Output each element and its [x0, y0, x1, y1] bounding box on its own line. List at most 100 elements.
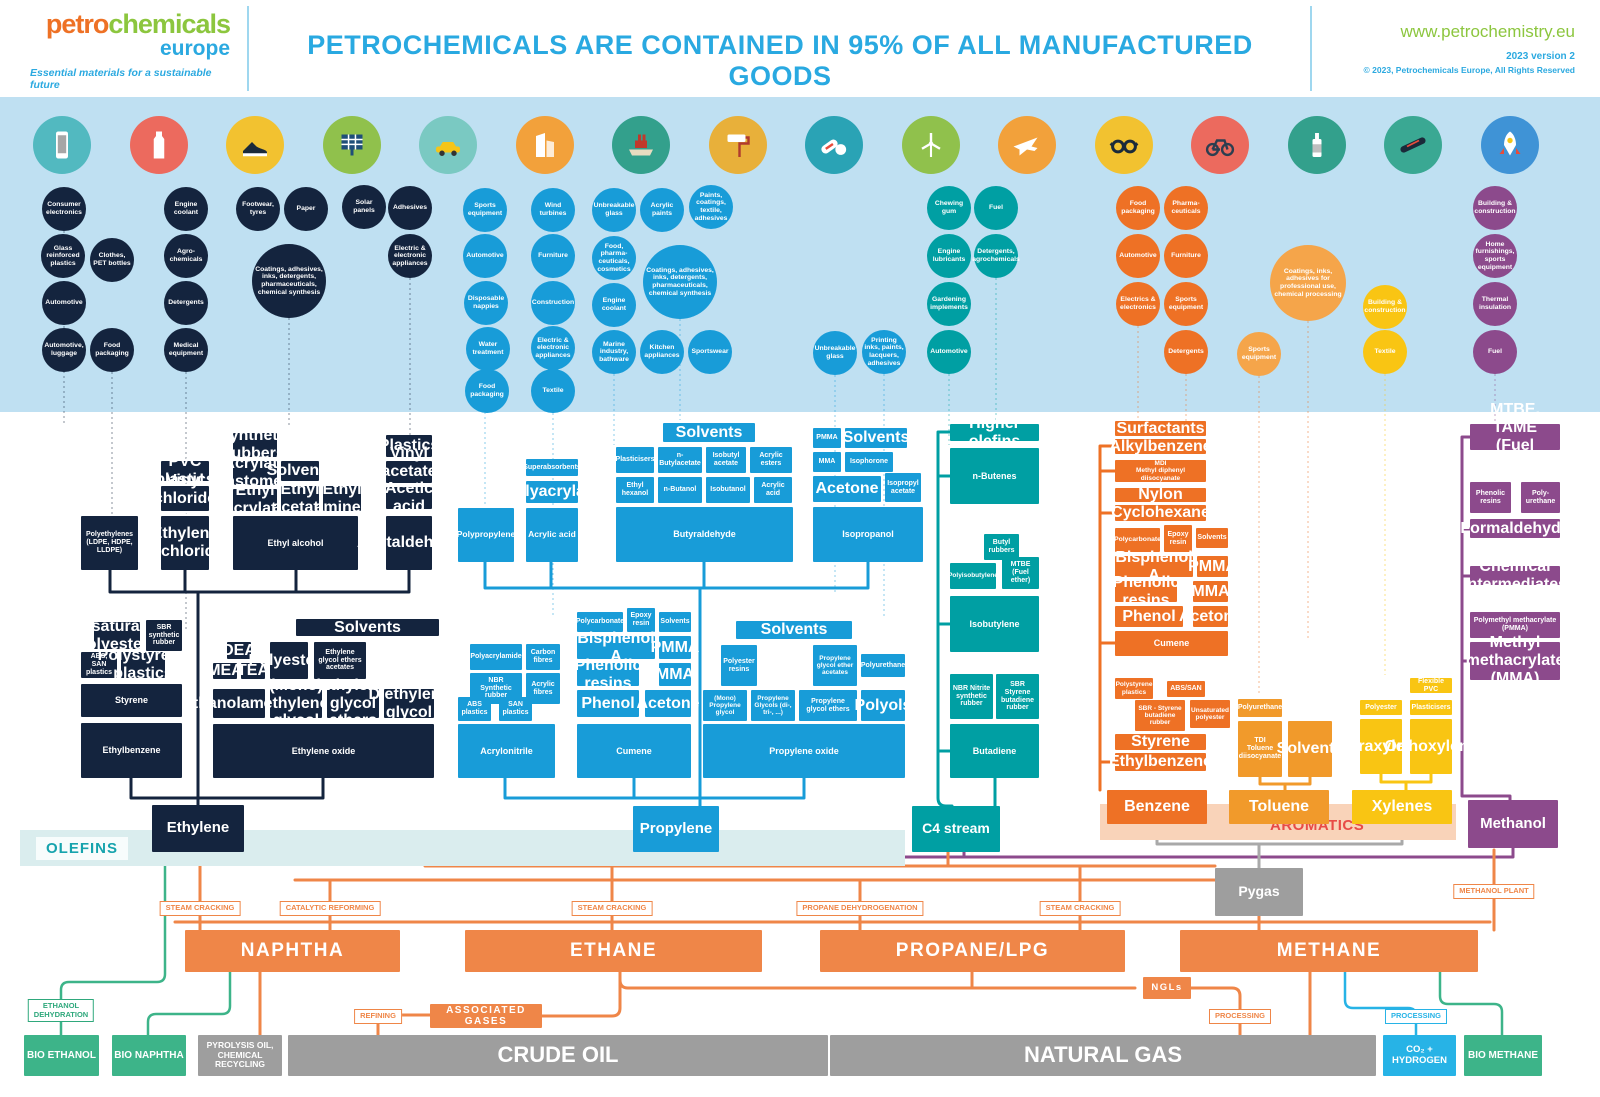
circle-sports-equipment: Sports equipment — [1164, 282, 1208, 326]
box-sbr-synthetic-rubber: SBR synthetic rubber — [146, 620, 182, 651]
box-butyl-rubbers: Butyl rubbers — [984, 534, 1019, 560]
website-link[interactable]: www.petrochemistry.eu — [1400, 22, 1575, 41]
box-phenolic-resins: Phenolic resins — [574, 656, 642, 692]
logo-part-petro: petro — [45, 9, 109, 39]
circle-engine-coolant: Engine coolant — [164, 187, 208, 231]
circle-automotive-luggage: Automotive, luggage — [42, 328, 86, 372]
wind-turbine-icon — [901, 116, 960, 174]
circle-glass-reinforced-plastics: Glass reinforced plastics — [41, 234, 85, 278]
process-label-steam-cracking: STEAM CRACKING — [159, 901, 241, 916]
box-orthoxylene: Orthoxylene — [1384, 719, 1478, 774]
box-ethylbenzene: Ethylbenzene — [81, 723, 182, 778]
box-superabsorbents: Superabsorbents — [523, 459, 581, 476]
box-polyurethane: Polyurethane — [861, 654, 905, 677]
circle-textile: Textile — [1363, 330, 1407, 374]
circle-water-treatment: Water treatment — [466, 327, 510, 371]
box-acrylic-acid: Acrylic acid — [754, 477, 792, 503]
circle-electric-electronic-appliances: Electric & electronic appliances — [388, 234, 432, 278]
circle-pharma-ceuticals: Pharma-ceuticals — [1164, 186, 1208, 230]
box-propylene-glycol-ethers: Propylene glycol ethers — [799, 690, 857, 721]
box-acrylonitrile: Acrylonitrile — [458, 724, 555, 778]
box-naphtha: NAPHTHA — [185, 930, 400, 972]
box-diethylene-glycol: Diethylene glycol — [368, 685, 450, 721]
circle-medical-equipment: Medical equipment — [164, 328, 208, 372]
circle-engine-coolant: Engine coolant — [592, 283, 636, 327]
box-mono-ethylene-glycol: (Mono) ethylene glycol — [263, 676, 329, 730]
box-sbr-styrene-butadiene-rubber: SBR Styrene butadiene rubber — [996, 674, 1039, 719]
circle-automotive: Automotive — [42, 281, 86, 325]
box-sbr-styrene-butadiene-rubber: SBR - Styrene butadiene rubber — [1135, 700, 1185, 731]
box-polyester: Polyester — [1360, 700, 1402, 715]
box-ethylene-glycol-ethers-acetates: Ethylene glycol ethers acetates — [314, 642, 366, 679]
box-mtbe-fuel-ether: MTBE (Fuel ether) — [1002, 557, 1039, 589]
circle-clothes-pet-bottles: Clothes, PET bottles — [90, 238, 134, 282]
box-epoxy-resin: Epoxy resin — [627, 608, 655, 632]
logo-part-chemicals: chemicals — [108, 9, 231, 39]
circle-fuel: Fuel — [1473, 330, 1517, 374]
box-ethyl-amines: Ethyl amines — [314, 480, 370, 516]
box-polyacrylamide: Polyacrylamide — [470, 644, 522, 670]
box-san-plastics: SAN plastics — [499, 697, 532, 721]
box-bisphenol-a: Bisphenol A — [1115, 548, 1193, 584]
box-polymethyl-methacrylate-pmma: Polymethyl methacrylate (PMMA) — [1470, 612, 1560, 638]
box-crude-oil: CRUDE OIL — [288, 1035, 828, 1076]
circle-paints-coatings-textile-adhesives: Paints, coatings, textile, adhesives — [689, 185, 733, 229]
circle-building-construction: Building & construction — [1473, 186, 1517, 230]
circle-construction: Construction — [531, 281, 575, 325]
box-ethylene: Ethylene — [152, 805, 244, 852]
box-ethylene-oxide: Ethylene oxide — [213, 724, 434, 778]
circle-chewing-gum: Chewing gum — [927, 186, 971, 230]
box-bio-ethanol: BIO ETHANOL — [24, 1035, 99, 1076]
circle-electrics-electronics: Electrics & electronics — [1116, 282, 1160, 326]
circle-coatings-adhesives-inks-detergents-pharmac: Coatings, adhesives, inks, detergents, p… — [252, 244, 326, 318]
box-polypropylene: Polypropylene — [457, 508, 515, 562]
box-solvents: Solvents — [1277, 721, 1343, 777]
box-bisphenol-a: Bisphenol A — [577, 629, 655, 665]
car-icon — [419, 116, 477, 174]
box-epoxy-resin: Epoxy resin — [1164, 525, 1192, 552]
circle-automotive: Automotive — [927, 330, 971, 374]
box-pyrolysis-oil-chemical-recycling: PYROLYSIS OIL, CHEMICAL RECYCLING — [198, 1035, 282, 1076]
circle-automotive: Automotive — [463, 234, 507, 278]
box-acetone: Acetone — [636, 690, 700, 717]
box-solvents: Solvents — [663, 423, 755, 442]
circle-adhesives: Adhesives — [388, 186, 432, 230]
box-acrylic-esters: Acrylic esters — [750, 447, 792, 473]
circle-agro-chemicals: Agro-chemicals — [164, 234, 208, 278]
box-solvents: Solvents — [1196, 528, 1228, 548]
circle-kitchen-appliances: Kitchen appliances — [640, 330, 684, 374]
box-cumene: Cumene — [577, 724, 691, 778]
box-plasticisers: Plasticisers — [1410, 700, 1452, 715]
box-c4-stream: C4 stream — [912, 806, 1000, 852]
circle-unbreakable-glass: Unbreakable glass — [813, 331, 857, 375]
box-methanol: Methanol — [1468, 800, 1558, 848]
process-label-processing: PROCESSING — [1384, 1009, 1448, 1024]
box-mma: MMA — [656, 663, 694, 686]
building-icon — [515, 116, 574, 174]
circle-textile: Textile — [531, 369, 575, 413]
box-polyesters: Polyesters — [249, 642, 329, 679]
box-methyl-methacrylate-mma: Methyl methacrylate (MMA) — [1465, 634, 1565, 687]
circle-food-packaging: Food packaging — [90, 328, 134, 372]
circle-food-packaging: Food packaging — [465, 369, 509, 413]
box-polystyrene-plastics: Polystyrene plastics — [97, 647, 189, 682]
box-ethylbenzene: Ethylbenzene — [1108, 753, 1213, 771]
sneaker-icon — [226, 116, 284, 174]
box-polyurethane: Polyurethane — [1238, 699, 1282, 717]
box-propylene-glycol-ether-acetates: Propylene glycol ether acetates — [813, 645, 857, 686]
circle-detergents-agrochemicals: Detergents, agrochemicals — [972, 234, 1020, 278]
circle-fuel: Fuel — [974, 186, 1018, 230]
circle-detergents: Detergents — [1164, 330, 1208, 374]
circle-home-furnishings-sports-equipment: Home furnishings, sports equipment — [1473, 234, 1517, 278]
circle-sportswear: Sportswear — [688, 330, 732, 374]
box-mtbe-tame-fuel-ethers: MTBE, TAME (Fuel ethers) — [1470, 401, 1560, 472]
box-chemical-intermediates: Chemical intermediates — [1462, 557, 1568, 593]
box-isophorone: Isophorone — [845, 452, 893, 472]
box-pygas: Pygas — [1215, 868, 1303, 916]
box-acetaldehyde: Acetaldehyde — [357, 516, 461, 570]
box-propylene-oxide: Propylene oxide — [703, 724, 905, 778]
box-higher-olefins: Higher olefins — [950, 415, 1039, 450]
header-right: www.petrochemistry.eu 2023 version 2 © 2… — [1325, 22, 1575, 75]
circle-coatings-inks-adhesives-for-professional-u: Coatings, inks, adhesives for profession… — [1270, 245, 1346, 321]
box-toluene: Toluene — [1229, 790, 1329, 824]
